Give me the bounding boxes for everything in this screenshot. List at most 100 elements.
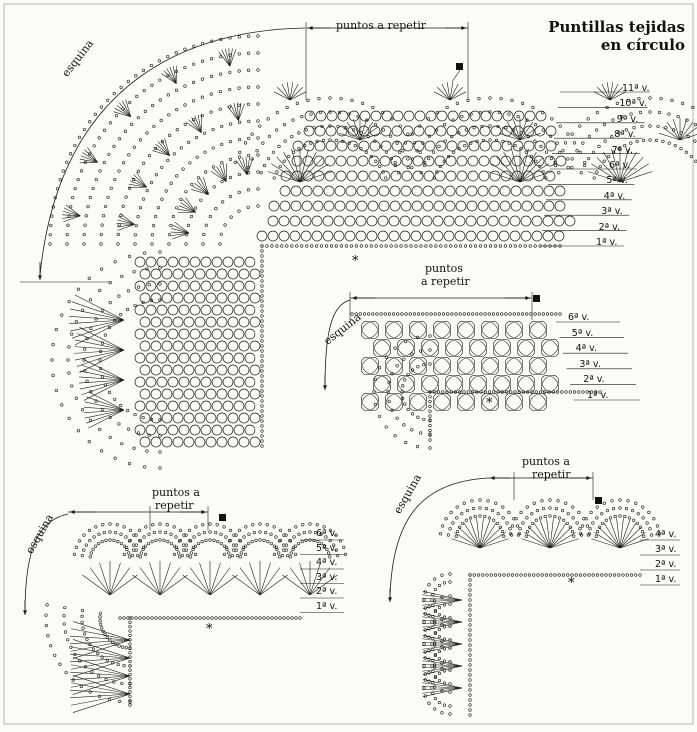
diagram-1-scallop-chain (550, 117, 554, 121)
diagram-1-mesh-ring (313, 155, 325, 167)
diagram-1-scallop-fan (619, 163, 649, 183)
diagram-3-corner-chain (83, 632, 87, 636)
diagram-1-corner-chain (256, 68, 260, 72)
diagram-1-corner-fan (160, 139, 170, 156)
diagram-3-foundation-chain (128, 616, 132, 620)
diagram-4-foundation-chain (468, 668, 472, 672)
diagram-3-scallop-chain (319, 532, 323, 536)
diagram-3-foundation-chain (128, 694, 132, 698)
diagram-1-side-chain (83, 347, 87, 351)
diagram-1-corner-fan (131, 177, 147, 188)
diagram-4-arch-fan (521, 538, 551, 549)
diagram-2-corner-chain (415, 335, 420, 340)
diagram-4-foundation-chain (468, 703, 472, 707)
diagram-1-corner-fan (194, 182, 209, 195)
diagram-1-side-fan (84, 409, 125, 413)
diagram-1-foundation-chain (498, 244, 503, 248)
diagram-1-mesh-ring (447, 110, 459, 122)
diagram-4-side-chain (431, 603, 435, 608)
diagram-4-foundation-chain (583, 573, 587, 577)
diagram-1-mesh-ring (167, 256, 179, 268)
diagram-3-foundation-chain (202, 616, 206, 620)
diagram-1-side-fan (84, 409, 125, 419)
diagram-1-scallop-fan (299, 163, 329, 183)
diagram-1-scallop-chain (381, 111, 385, 115)
diagram-1-scallop-chain (406, 132, 410, 136)
diagram-1-scallop-fan (437, 87, 451, 101)
diagram-1-mesh-ring (553, 215, 565, 227)
diagram-1-scallop-chain (422, 163, 427, 168)
diagram-1-scallop-chain (592, 176, 596, 180)
diagram-4-foundation-chain (587, 573, 591, 577)
diagram-1-mesh-ring (211, 328, 223, 340)
diagram-2-mesh-loop (457, 393, 475, 411)
diagram-4-side-chain (442, 637, 447, 641)
diagram-1-corner-fan (171, 232, 189, 240)
diagram-1-side-fan (70, 308, 125, 321)
diagram-1-corner-chain (168, 133, 172, 138)
diagram-1-scallop-chain (693, 123, 697, 127)
diagram-3-scallop-chain (324, 535, 328, 539)
diagram-1-scallop-chain (287, 154, 291, 159)
diagram-1-corner-fan (238, 103, 245, 121)
diagram-1-corner-fan (155, 143, 170, 156)
diagram-3-scallop-chain (178, 528, 183, 533)
diagram-1-foundation-chain (265, 244, 269, 248)
diagram-2-foundation-chain (466, 390, 470, 394)
diagram-1-mesh-ring (421, 230, 433, 242)
diagram-1-corner-fan (136, 172, 147, 188)
diagram-1-scallop-chain (275, 111, 279, 115)
diagram-3-foundation-chain (210, 616, 214, 620)
diagram-3-scallop-chain (266, 540, 270, 544)
diagram-4-arch-chain (455, 529, 460, 534)
diagram-3-scallop-chain (165, 523, 169, 527)
diagram-1-scallop-chain (488, 96, 492, 100)
diagram-1-mesh-ring (411, 185, 423, 197)
diagram-3-foundation-chain (174, 616, 178, 620)
diagram-1-corner-chain (126, 79, 130, 83)
diagram-3-scallop-chain (119, 532, 123, 536)
diagram-1-mesh-ring (369, 125, 381, 137)
diagram-1-mesh-ring (444, 200, 456, 212)
diagram-1-mesh-ring (161, 316, 173, 328)
diagram-4-arch-chain (575, 521, 579, 525)
diagram-1-corner-chain (48, 242, 52, 246)
diagram-3-scallop-chain (124, 545, 128, 549)
diagram-1-corner-chain (152, 223, 156, 228)
diagram-4-side-chain (433, 577, 437, 581)
diagram-3-foundation-chain (146, 616, 150, 620)
diagram-1-corner-chain (71, 195, 75, 200)
diagram-1-mesh-ring (189, 376, 201, 388)
diagram-1-mesh-ring (391, 125, 403, 137)
diagram-1-mesh-ring (189, 424, 201, 436)
diagram-1-side-fan (79, 379, 125, 390)
diagram-1-scallop-fan (609, 91, 627, 101)
diagram-1-mesh-ring (467, 155, 479, 167)
diagram-1-mesh-ring (222, 280, 234, 292)
diagram-1-scallop-chain (481, 138, 486, 142)
diagram-4-foundation-chain (468, 648, 472, 652)
diagram-2-foundation-chain (534, 390, 538, 394)
diagram-4-arch-chain (483, 514, 487, 519)
diagram-2-edge-chain (508, 312, 512, 316)
diagram-1-corner-chain (50, 214, 54, 218)
diagram-2-corner-chain (416, 365, 420, 369)
diagram-2-mesh-loop (505, 357, 523, 375)
diagram-1-corner-chain (121, 204, 125, 208)
diagram-1-corner-chain (99, 105, 103, 109)
diagram-1-scallop-fan (359, 122, 374, 141)
diagram-1-mesh-ring (436, 110, 448, 122)
diagram-1-mesh-ring (189, 328, 201, 340)
diagram-1-side-chain (136, 431, 141, 435)
diagram-1-mesh-ring (134, 352, 146, 364)
diagram-3-scallop-chain (182, 533, 186, 537)
diagram-2-corner-chain (387, 381, 391, 385)
diagram-1-foundation-chain (260, 269, 264, 273)
diagram-2-mesh-loop (373, 375, 391, 393)
diagram-2-edge-chain (533, 312, 537, 316)
diagram-1-mesh-ring (200, 400, 212, 412)
diagram-3-scallop-chain (158, 530, 162, 534)
diagram-1-mesh-ring (183, 268, 195, 280)
diagram-2-edge-chain (545, 312, 550, 316)
diagram-3-scallop-chain (147, 532, 151, 536)
